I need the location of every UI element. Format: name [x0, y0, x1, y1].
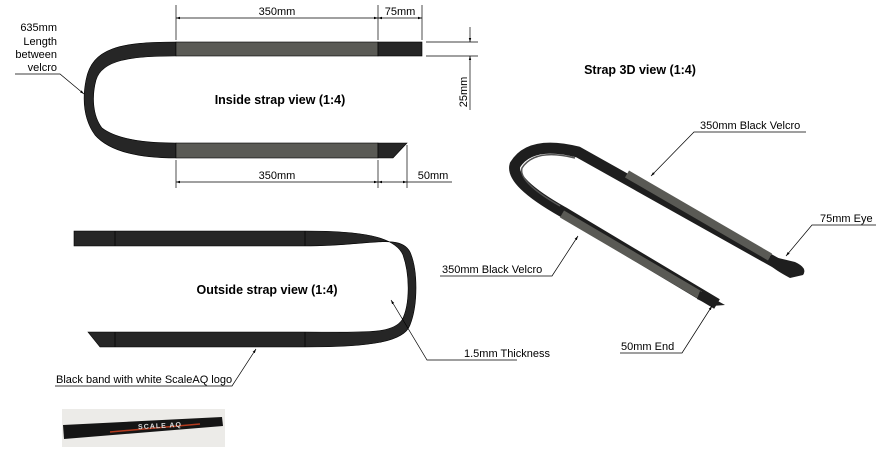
- length-label-line: between: [15, 49, 57, 61]
- thickness-callout: 1.5mm Thickness: [390, 299, 550, 361]
- end-label: 50mm End: [621, 341, 674, 353]
- band-label: Black band with white ScaleAQ logo: [56, 374, 232, 386]
- outside-strap-view: Outside strap view (1:4) 1.5mm Thickness…: [55, 230, 550, 387]
- 3d-end: [697, 291, 725, 306]
- outside-view-title: Outside strap view (1:4): [196, 283, 337, 297]
- 3d-left-velcro: [559, 210, 703, 299]
- inside-bottom-velcro: [175, 142, 379, 159]
- inside-view-title: Inside strap view (1:4): [215, 93, 346, 107]
- length-label-line: Length: [23, 36, 57, 48]
- eye-label: 75mm Eye: [820, 213, 873, 225]
- 3d-strap-body: [509, 142, 788, 309]
- length-label-line: 635mm: [20, 22, 57, 34]
- velcro-left-callout: 350mm Black Velcro: [440, 235, 579, 277]
- photo-logo: SCALE AQ: [138, 422, 182, 431]
- 3d-strap-inner-edge: [520, 153, 576, 207]
- inside-strap-curve: [83, 41, 177, 159]
- inside-top-velcro: [175, 41, 379, 57]
- velcro-top-label: 350mm Black Velcro: [700, 120, 800, 132]
- 3d-right-velcro: [624, 170, 773, 261]
- inside-strap-view: 350mm 75mm 25mm 350mm 50mm 635mm Length …: [15, 5, 478, 188]
- end-callout: 50mm End: [620, 305, 713, 354]
- eye-dim-label: 75mm: [385, 6, 416, 18]
- width-dim-label: 25mm: [458, 77, 470, 108]
- bottom-dimensions: 350mm 50mm: [175, 145, 452, 188]
- width-dimension: 25mm: [426, 27, 478, 110]
- bottom-velcro-dim-label: 350mm: [259, 170, 296, 182]
- velcro-left-label: 350mm Black Velcro: [442, 264, 542, 276]
- 3d-eye: [770, 256, 805, 278]
- band-callout: Black band with white ScaleAQ logo: [55, 348, 257, 387]
- inside-end: [377, 142, 408, 159]
- outside-strap: [73, 230, 417, 348]
- eye-callout: 75mm Eye: [785, 213, 876, 257]
- velcro-top-callout: 350mm Black Velcro: [650, 120, 806, 177]
- thickness-label: 1.5mm Thickness: [464, 348, 550, 360]
- inside-eye: [377, 41, 423, 57]
- length-callout: 635mm Length between velcro: [15, 22, 85, 95]
- top-dimensions: 350mm 75mm: [175, 5, 423, 40]
- strap-photo: SCALE AQ: [62, 409, 225, 447]
- top-velcro-dim-label: 350mm: [259, 6, 296, 18]
- end-dim-label: 50mm: [418, 170, 449, 182]
- 3d-view-title: Strap 3D view (1:4): [584, 63, 696, 77]
- strap-3d-view: Strap 3D view (1:4) 350mm Black Velcro 7…: [440, 63, 876, 354]
- length-label-line: velcro: [28, 62, 57, 74]
